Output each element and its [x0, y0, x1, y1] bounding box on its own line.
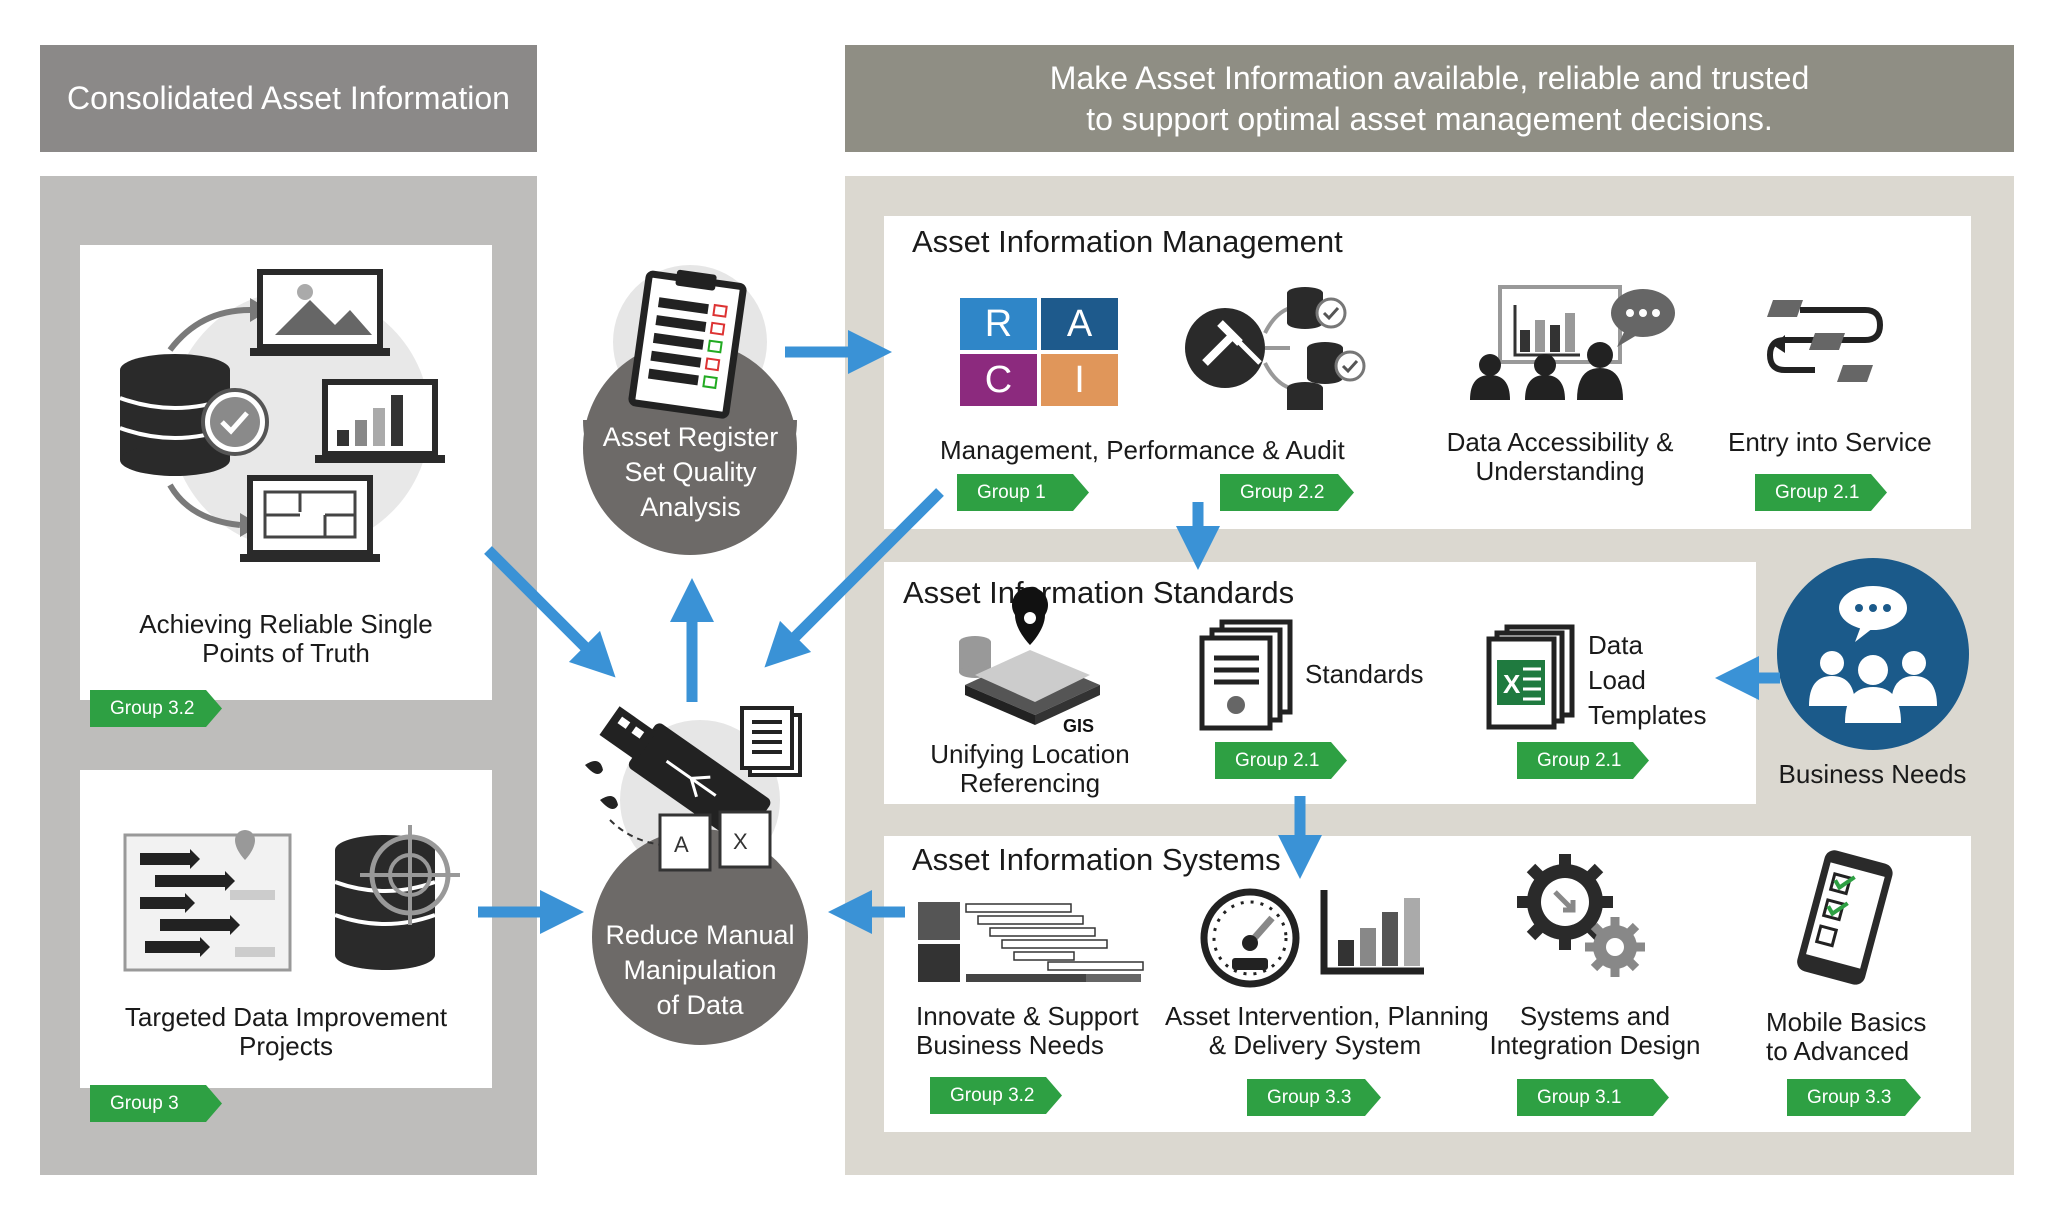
tag-group-2-1-entry: Group 2.1 [1755, 474, 1887, 511]
svg-text:X: X [733, 829, 748, 854]
tag-group-2-1-templates: Group 2.1 [1517, 742, 1649, 779]
right-header-line2: to support optimal asset management deci… [1086, 100, 1773, 137]
svg-text:A: A [674, 832, 689, 857]
mobile-basics-label: Mobile Basics to Advanced [1766, 1007, 1927, 1066]
raci-a: A [1041, 298, 1118, 350]
raci-i: I [1041, 354, 1118, 406]
asset-intervention-label: Asset Intervention, Planning & Delivery … [1165, 1001, 1489, 1060]
entry-into-service-label: Entry into Service [1728, 427, 1932, 457]
footprints-icon [585, 761, 618, 809]
tag-group-3-1-systems: Group 3.1 [1517, 1079, 1669, 1116]
tag-group-3-2-reliable: Group 3.2 [90, 690, 222, 727]
data-load-templates-label: Data Load Templates [1588, 630, 1707, 730]
gis-map-icon: GIS [959, 587, 1100, 736]
asys-title: Asset Information Systems [912, 842, 1281, 877]
tag-group-2-1-standards: Group 2.1 [1215, 742, 1347, 779]
tag-group-3-targeted: Group 3 [90, 1085, 222, 1122]
svg-text:X: X [1503, 669, 1521, 699]
gavel-databases-icon [1185, 287, 1366, 410]
standards-label: Standards [1305, 659, 1424, 689]
tag-group-3-3-intervention: Group 3.3 [1247, 1079, 1381, 1116]
tag-group-3-3-mobile: Group 3.3 [1787, 1079, 1921, 1116]
right-header-line1: Make Asset Information available, reliab… [1049, 59, 1810, 96]
asset-register-label: Asset Register Set Quality Analysis [602, 422, 779, 522]
process-flow-icon [1766, 300, 1884, 382]
bar-chart-icon [1320, 890, 1424, 975]
excel-templates-icon: X [1486, 624, 1575, 730]
tag-group-2-2-mgmt: Group 2.2 [1220, 474, 1354, 511]
aim-title: Asset Information Management [912, 224, 1343, 259]
reduce-manual-label: Reduce Manual Manipulation of Data [605, 920, 795, 1020]
reliable-truth-label: Achieving Reliable Single Points of Trut… [139, 609, 433, 668]
raci-r: R [960, 298, 1037, 350]
database-target-icon [334, 825, 460, 970]
unifying-location-label: Unifying Location Referencing [930, 739, 1130, 798]
targeted-data-label: Targeted Data Improvement Projects [124, 1002, 448, 1061]
left-header: Consolidated Asset Information [40, 45, 537, 152]
gauge-icon [1200, 888, 1300, 988]
clipboard-checklist-icon [628, 269, 747, 419]
gantt-chart-icon [123, 830, 292, 972]
usb-drive-icon: A X [585, 706, 802, 872]
gears-icon [1517, 854, 1645, 977]
management-performance-audit-label: Management, Performance & Audit [940, 435, 1345, 465]
ais-title: Asset Information Standards [903, 575, 1295, 610]
systems-integration-label: Systems and Integration Design [1489, 1001, 1701, 1060]
presentation-people-icon [1470, 285, 1675, 400]
data-accessibility-label: Data Accessibility & Understanding [1446, 427, 1674, 486]
svg-text:GIS: GIS [1063, 716, 1094, 736]
tag-group-1: Group 1 [957, 474, 1089, 511]
tag-group-3-2-innovate: Group 3.2 [930, 1077, 1062, 1114]
raci-c: C [960, 354, 1037, 406]
innovate-support-label: Innovate & Support Business Needs [916, 1001, 1139, 1060]
database-check-icon [119, 269, 445, 562]
arrow-truth-to-reduce [484, 546, 616, 678]
certificate-documents-icon [1199, 619, 1293, 731]
business-people-chat-icon [1777, 558, 1969, 750]
business-needs-label: Business Needs [1778, 759, 1967, 789]
process-table-icon [918, 902, 1144, 982]
mobile-checklist-icon [1797, 850, 1893, 985]
arrow-aim-to-reduce [764, 488, 944, 668]
right-header: Make Asset Information available, reliab… [845, 45, 2014, 152]
